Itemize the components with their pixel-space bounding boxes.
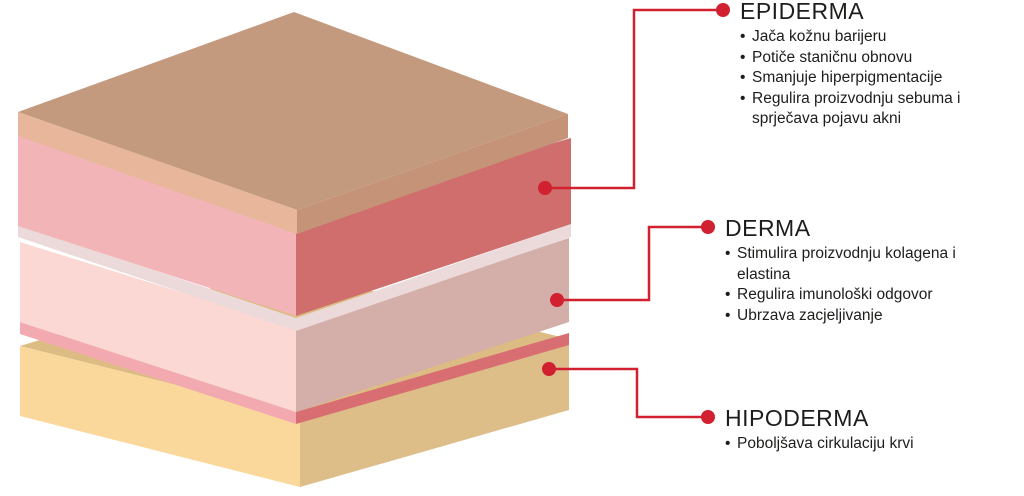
epiderma-bullet-1: Jača kožnu barijeru: [740, 27, 961, 48]
epiderma-bullet-4: Regulira proizvodnju sebuma i: [740, 89, 961, 110]
epiderma-bullet-2: Potiče staničnu obnovu: [740, 48, 961, 69]
derma-label-dot: [701, 220, 715, 234]
hipoderma-layer-dot: [542, 362, 556, 376]
derma-bullet-4: Ubrzava zacjeljivanje: [725, 306, 956, 327]
epiderma-bullet-list: Jača kožnu barijeru Potiče staničnu obno…: [740, 27, 961, 130]
hipoderma-title: HIPODERMA: [725, 405, 869, 431]
epiderma-connector-line: [545, 8, 721, 190]
epidermis-top-slab: [18, 12, 568, 234]
dermis-separator-side: [296, 224, 571, 331]
connectors: [545, 8, 721, 419]
derma-layer-dot: [550, 293, 564, 307]
derma-bullet-2: elastina: [737, 265, 791, 283]
dermis-separator: [18, 224, 571, 331]
hipoderma-label: HIPODERMA Poboljšava cirkulaciju krvi: [725, 405, 914, 455]
epiderma-title: EPIDERMA: [740, 0, 865, 24]
epidermis-top-face: [18, 12, 568, 210]
hipoderma-label-dot: [701, 410, 715, 424]
dermis-bottom-edge-side: [296, 333, 569, 424]
derma-label: DERMA Stimulira proizvodnju kolagena i e…: [725, 215, 956, 326]
epidermis-top-front-edge: [18, 112, 297, 234]
derma-bullet-3: Regulira imunološki odgovor: [725, 285, 956, 306]
hipoderma-bullet-list: Poboljšava cirkulaciju krvi: [725, 434, 914, 455]
hipoderma-bullet-1: Poboljšava cirkulaciju krvi: [725, 434, 914, 455]
epiderma-label-dot: [716, 3, 730, 17]
epidermis-layer: [18, 136, 571, 316]
dermis-side-face: [296, 238, 569, 412]
epidermis-front-face: [18, 136, 296, 316]
connector-dots: [538, 3, 730, 424]
dermis-bottom-edge-front: [20, 322, 296, 424]
dermis-front-face: [20, 242, 296, 412]
dermis-layer: [20, 238, 569, 412]
dermis-separator-front: [18, 224, 296, 331]
epiderma-bullet-3: Smanjuje hiperpigmentacije: [740, 68, 961, 89]
epidermis-side-face: [296, 138, 571, 316]
hypodermis-front-face: [20, 346, 300, 487]
epiderma-label: EPIDERMA Jača kožnu barijeru Potiče stan…: [740, 0, 961, 130]
hipoderma-connector-line: [549, 367, 706, 419]
epiderma-bullet-5: sprječava pojavu akni: [752, 110, 902, 127]
derma-bullet-1: Stimulira proizvodnju kolagena i: [725, 244, 956, 265]
hypodermis-side-face: [300, 339, 569, 487]
derma-title: DERMA: [725, 215, 811, 241]
epiderma-layer-dot: [538, 181, 552, 195]
derma-connector-line: [557, 225, 706, 302]
dermis-bottom-edge: [20, 322, 569, 424]
epidermis-top-side-edge: [297, 114, 568, 234]
derma-bullet-list: Stimulira proizvodnju kolagena i elastin…: [725, 244, 956, 326]
